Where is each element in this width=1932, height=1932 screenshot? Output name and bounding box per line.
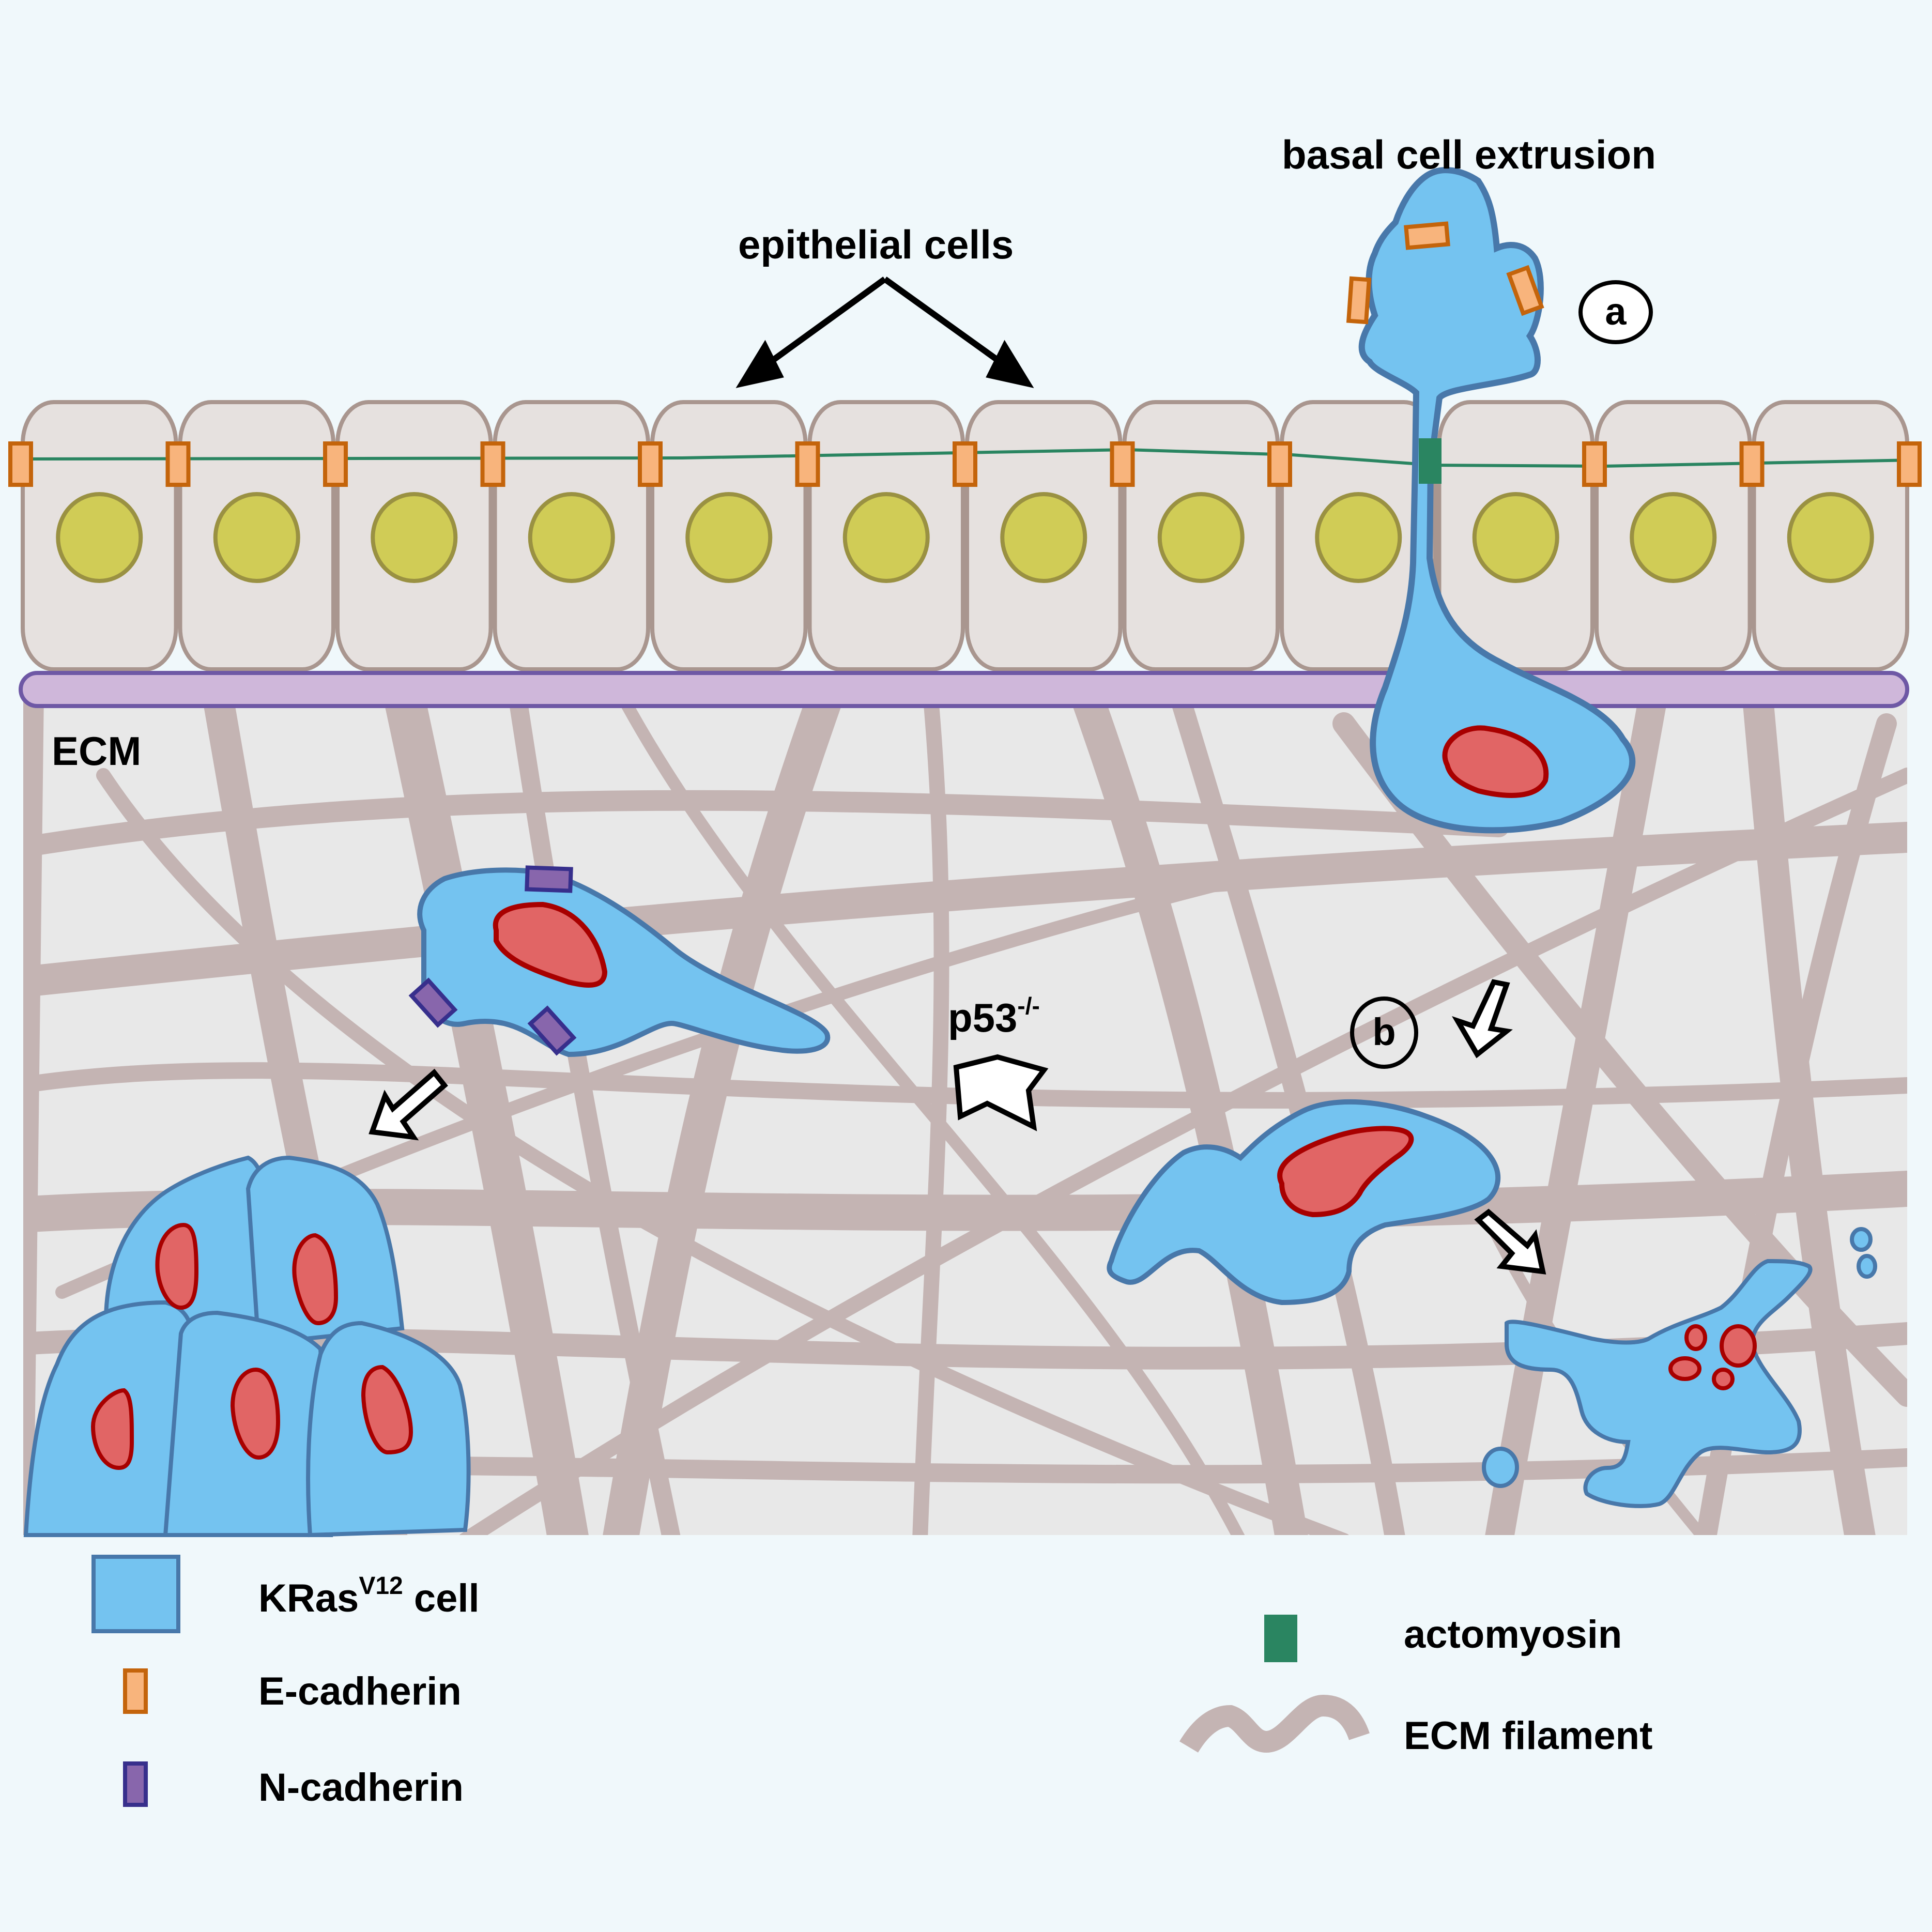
epithelial-nucleus: [528, 492, 615, 583]
ecm-filament: [23, 693, 44, 1535]
epithelial-nucleus: [685, 492, 773, 583]
e-cadherin-extruded-left: [1346, 276, 1372, 325]
basement-membrane: [19, 671, 1909, 708]
ecm-filament: [603, 693, 845, 1535]
ecm-filament: [1332, 712, 1907, 1407]
e-cadherin-junction: [1897, 441, 1922, 487]
arrow-p53: [953, 1054, 1049, 1131]
mesenchymal-cell-nucleus: [493, 901, 608, 988]
legend-label-e-cadherin: E-cadherin: [258, 1669, 462, 1713]
step-marker-a: a: [1578, 280, 1653, 344]
svg-text:b: b: [1372, 1010, 1396, 1053]
ecm-filament: [96, 768, 1349, 1535]
e-cadherin-junctions: [8, 441, 1922, 487]
ecm-filament: [912, 693, 949, 1535]
arrow-to-fragment: [1474, 1208, 1546, 1275]
e-cadherin-junction: [323, 441, 348, 487]
n-cadherin-top: [525, 865, 573, 893]
tumor-cell-cluster: [23, 1155, 471, 1538]
epithelial-nucleus: [213, 492, 300, 583]
legend-label-kras-cell: KRasV12 cell: [258, 1572, 480, 1620]
legend-label-n-cadherin: N-cadherin: [258, 1766, 464, 1810]
legend-swatch-actomyosin: [1264, 1615, 1297, 1662]
epithelial-nucleus: [1315, 492, 1402, 583]
legend-swatch-ecm-filament: [1179, 1694, 1370, 1753]
n-cadherin-bottom: [527, 1005, 577, 1056]
arrow-b-down: [1451, 979, 1513, 1059]
block-arrows: [369, 979, 1546, 1275]
svg-text:a: a: [1605, 290, 1627, 333]
epithelial-nucleus: [1000, 492, 1087, 583]
step-marker-b: b: [1350, 996, 1418, 1069]
e-cadherin-junction: [1582, 441, 1607, 487]
invading-kras-cell: [1107, 1099, 1501, 1306]
extruding-cell-nucleus: [1442, 725, 1549, 798]
ecm-filament: [1742, 693, 1876, 1535]
ecm-filament: [23, 1062, 1907, 1109]
e-cadherin-junction: [8, 441, 33, 487]
epithelial-cells-label: epithelial cells: [738, 222, 1014, 267]
apoptotic-body: [1857, 1254, 1877, 1279]
e-cadherin-junction: [795, 441, 820, 487]
actomyosin-ring: [1419, 438, 1442, 484]
legend-swatch-kras-cell: [91, 1555, 180, 1633]
fragmenting-kras-cell: [1482, 1227, 1877, 1508]
e-cadherin-junction: [953, 441, 977, 487]
e-cadherin-junction: [1110, 441, 1135, 487]
legend-swatch-e-cadherin: [123, 1668, 148, 1714]
e-cadherin-junction: [480, 441, 505, 487]
e-cadherin-junction: [165, 441, 191, 487]
legend-label-actomyosin: actomyosin: [1404, 1613, 1622, 1657]
epithelial-nucleus: [1787, 492, 1874, 583]
epithelial-nucleus: [842, 492, 930, 583]
extruding-kras-cell: [1346, 167, 1636, 834]
legend-label-ecm-filament: ECM filament: [1404, 1714, 1652, 1758]
apoptotic-body: [1482, 1447, 1519, 1488]
epithelial-cells-pointer-arrows: [735, 277, 1034, 388]
legend-swatch-n-cadherin: [123, 1761, 148, 1807]
epithelial-layer: [21, 400, 1909, 671]
e-cadherin-junction: [1739, 441, 1765, 487]
epithelial-nucleus: [1472, 492, 1559, 583]
e-cadherin-extruded-top: [1404, 221, 1450, 250]
arrow-to-cluster: [369, 1068, 448, 1141]
epithelial-nucleus: [371, 492, 458, 583]
n-cadherin-left: [408, 977, 458, 1028]
ecm-filament: [23, 790, 1509, 858]
e-cadherin-junction: [1267, 441, 1292, 487]
ecm-filament: [614, 693, 1245, 1535]
epithelial-nucleus: [56, 492, 143, 583]
e-cadherin-junction: [638, 441, 663, 487]
ecm-filament: [459, 768, 1907, 1535]
ecm-filament: [1485, 693, 1668, 1535]
basal-extrusion-label: basal cell extrusion: [1282, 132, 1656, 177]
ecm-label: ECM: [52, 728, 141, 774]
epithelial-nucleus: [1630, 492, 1717, 583]
p53-superscript: -/-: [1017, 992, 1039, 1019]
epithelial-nucleus: [1157, 492, 1245, 583]
legend: KRasV12 cell E-cadherin N-cadherin actom…: [91, 1555, 1652, 1810]
ecm-region: ECM: [23, 693, 1907, 1535]
extruding-cell-body: [1358, 167, 1636, 834]
p53-knockout-label: p53-/-: [948, 992, 1040, 1040]
apoptotic-body: [1850, 1227, 1873, 1252]
mesenchymal-kras-cell: [408, 865, 831, 1057]
e-cadherin-extruded-right: [1506, 265, 1544, 316]
